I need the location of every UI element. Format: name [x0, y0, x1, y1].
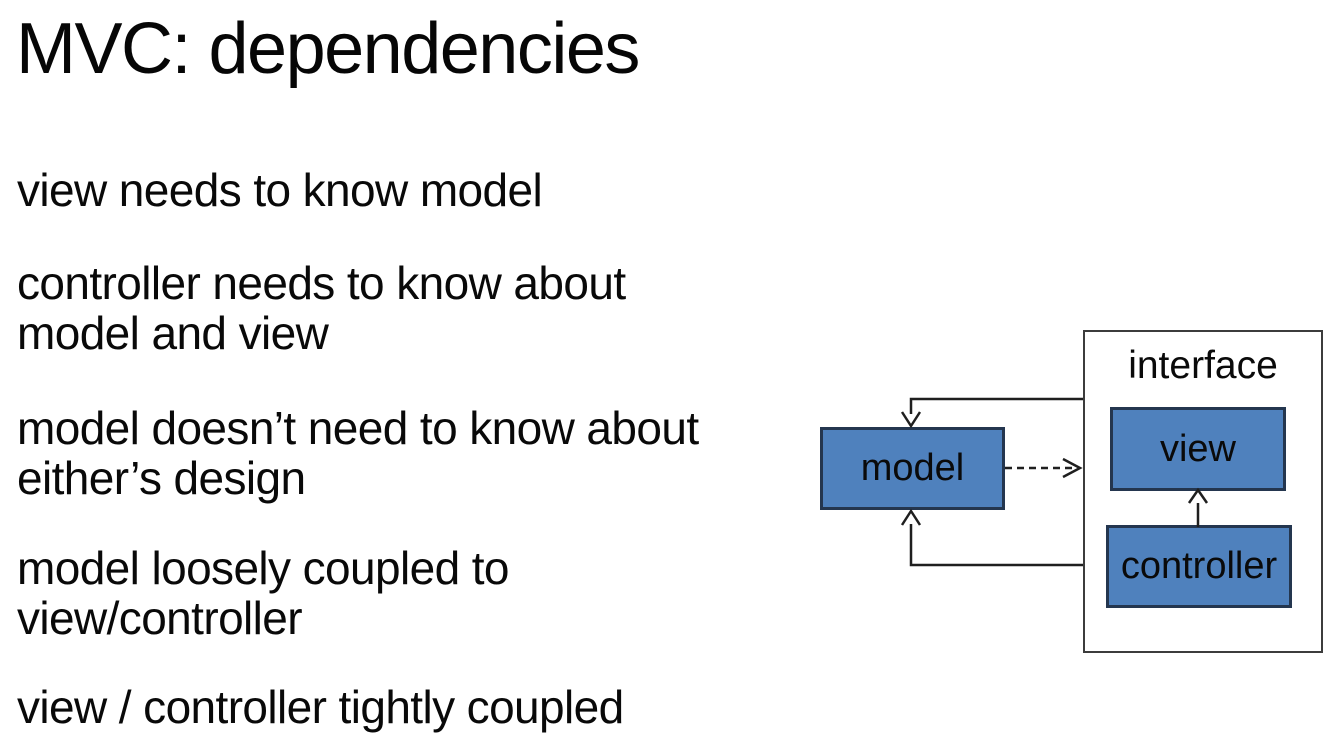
model-label: model: [860, 447, 965, 489]
controller-label: controller: [1120, 545, 1278, 587]
bullet-line: controller needs to know about: [17, 257, 626, 309]
slide-title: MVC: dependencies: [16, 9, 640, 89]
arrow-interface-to-model-top: [900, 397, 1083, 429]
view-box: view: [1110, 407, 1286, 491]
arrow-interface-to-model-bottom: [900, 508, 1083, 567]
bullet-line: model loosely coupled to: [17, 542, 510, 594]
controller-box: controller: [1106, 525, 1292, 608]
arrow-model-to-interface-dashed: [1005, 457, 1083, 479]
bullet-line: model doesn’t need to know about: [17, 402, 699, 454]
model-box: model: [820, 427, 1005, 510]
bullet-paragraph: controller needs to know about model and…: [17, 258, 626, 358]
bullet-line: view / controller tightly coupled: [17, 681, 624, 733]
bullet-paragraph: model doesn’t need to know about either’…: [17, 403, 699, 503]
bullet-paragraph: model loosely coupled to view/controller: [17, 542, 510, 644]
bullet-line: view needs to know model: [17, 164, 543, 216]
view-label: view: [1159, 427, 1237, 470]
bullet-line: model and view: [17, 307, 329, 359]
bullet-line: either’s design: [17, 452, 306, 504]
bullet-paragraph: view / controller tightly coupled: [17, 682, 624, 732]
bullet-line: view/controller: [17, 592, 303, 644]
interface-label: interface: [1128, 344, 1278, 387]
bullet-paragraph: view needs to know model: [17, 164, 543, 216]
